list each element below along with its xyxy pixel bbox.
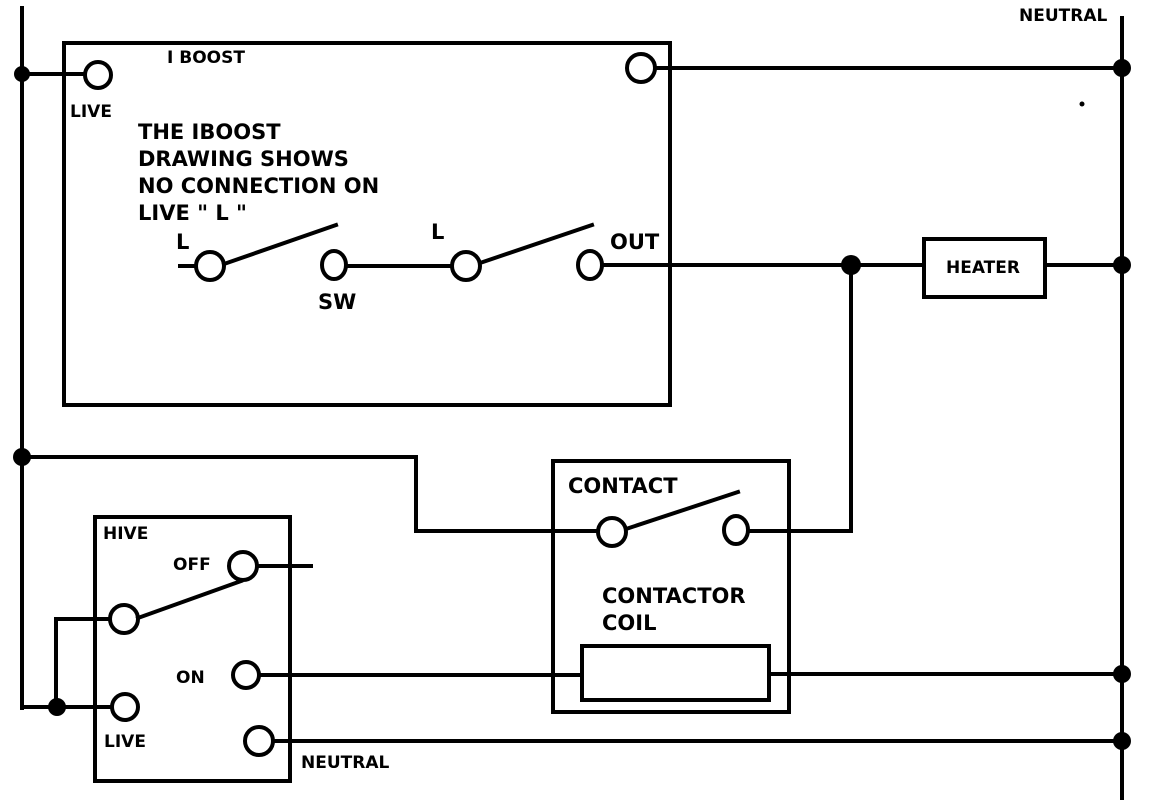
note-line-4: LIVE " L " xyxy=(138,201,247,225)
switch1-l-terminal xyxy=(194,250,226,282)
note-line-2: DRAWING SHOWS xyxy=(138,147,349,171)
hive-neutral-label: NEUTRAL xyxy=(301,753,389,773)
hive-switch-blade xyxy=(135,578,244,621)
iboost-note: THE IBOOST DRAWING SHOWS NO CONNECTION O… xyxy=(138,120,379,225)
heater-label: HEATER xyxy=(946,258,1020,278)
neutral-junction-heater xyxy=(1113,256,1131,274)
contactor: CONTACT CONTACTOR COIL xyxy=(551,459,853,714)
switch2-l-label: L xyxy=(431,220,444,244)
note-line-1: THE IBOOST xyxy=(138,120,281,144)
contact-out-terminal xyxy=(722,514,750,546)
iboost-unit: I BOOST LIVE THE IBOOST DRAWING SHOWS NO… xyxy=(14,41,1131,407)
hive-unit: HIVE OFF ON LIVE NEUTRAL xyxy=(54,515,584,783)
iboost-title: I BOOST xyxy=(167,48,245,68)
coil-label-line-1: CONTACTOR xyxy=(602,584,746,608)
hive-title: HIVE xyxy=(103,524,148,544)
contactor-box xyxy=(551,459,791,714)
hive-on-label: ON xyxy=(176,668,205,688)
iboost-box xyxy=(62,41,672,407)
neutral-junction-top xyxy=(1113,59,1131,77)
neutral-junction-coil xyxy=(1113,665,1131,683)
contact-blade xyxy=(623,489,741,532)
heater-box xyxy=(922,237,1047,299)
hive-off-label: OFF xyxy=(173,555,211,575)
heater: HEATER xyxy=(922,237,1047,299)
hive-live-terminal xyxy=(110,692,140,722)
switch1-blade xyxy=(221,222,339,267)
switch1-sw-terminal xyxy=(320,249,348,281)
iboost-live-terminal xyxy=(83,60,113,90)
hive-box xyxy=(93,515,292,783)
hive-live-junction xyxy=(48,698,66,716)
hive-neutral-terminal xyxy=(243,725,275,757)
switch2-out-terminal xyxy=(576,249,604,281)
iboost-live-label: LIVE xyxy=(70,102,112,122)
hive-live-label: LIVE xyxy=(104,732,146,752)
coil-label-line-2: COIL xyxy=(602,611,656,635)
switch1-l-label: L xyxy=(176,230,189,254)
hive-common-terminal xyxy=(108,603,140,635)
neutral-junction-hive xyxy=(1113,732,1131,750)
live-junction-top xyxy=(14,66,30,82)
contact-in-terminal xyxy=(596,516,628,548)
hive-on-terminal xyxy=(231,660,261,690)
iboost-switch-2: L OUT xyxy=(431,220,660,282)
contactor-coil xyxy=(580,644,771,702)
note-line-3: NO CONNECTION ON xyxy=(138,174,379,198)
switch1-sw-label: SW xyxy=(318,290,356,314)
neutral-rail-label: NEUTRAL xyxy=(1019,6,1107,26)
switch2-blade xyxy=(477,222,595,266)
iboost-neutral-terminal xyxy=(625,52,657,84)
contact-label: CONTACT xyxy=(568,474,678,498)
switch2-l-terminal xyxy=(450,250,482,282)
hive-off-terminal xyxy=(227,550,259,582)
stray-dot xyxy=(1079,101,1085,107)
iboost-switch-1: L SW xyxy=(176,222,356,314)
switch2-out-label: OUT xyxy=(610,230,660,254)
